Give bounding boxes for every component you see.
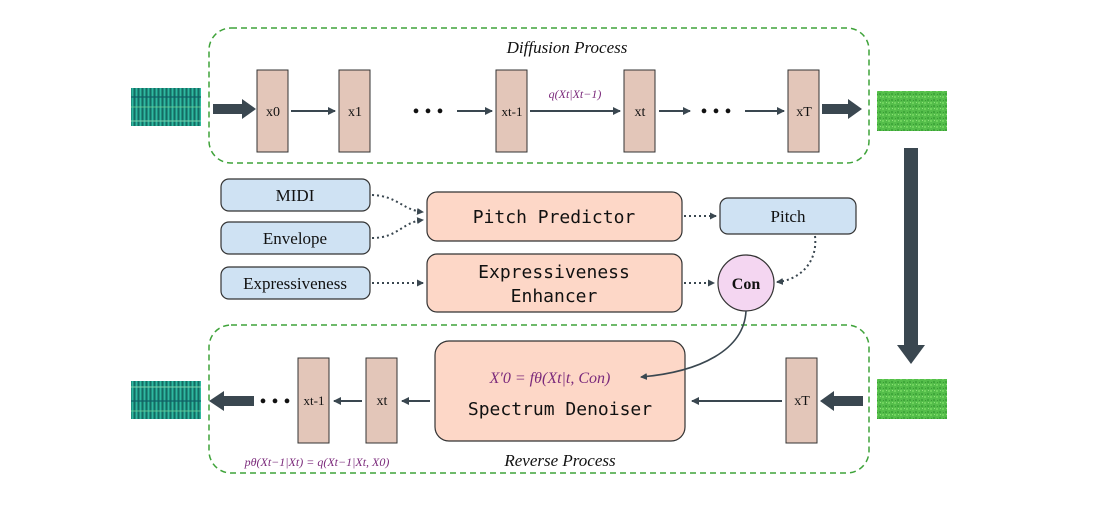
reverse-state-xT: xT bbox=[785, 357, 818, 444]
arrow-con-to-denoiser bbox=[640, 310, 747, 380]
reverse-equation-label: pθ(Xt−1|Xt) = q(Xt−1|Xt, X0) bbox=[244, 455, 390, 469]
input-spectrogram-top bbox=[131, 88, 201, 126]
denoiser-title: Spectrum Denoiser bbox=[468, 399, 652, 420]
diffusion-process-title: Diffusion Process bbox=[506, 38, 628, 57]
state-label: xT bbox=[796, 105, 812, 120]
thick-arrow-down-right bbox=[897, 148, 925, 364]
pitch-output-box: Pitch bbox=[719, 197, 857, 235]
pitch-label: Pitch bbox=[771, 207, 806, 226]
dotted-arrow-envelope-pitchpredictor bbox=[371, 217, 424, 239]
dots-bottom: • • • bbox=[259, 391, 290, 413]
noise-spectrogram-top bbox=[877, 91, 947, 131]
thick-arrow-out-bottom bbox=[209, 391, 254, 411]
envelope-input-box: Envelope bbox=[220, 221, 371, 255]
enhancer-label-line2: Enhancer bbox=[511, 286, 598, 307]
state-label: xt bbox=[377, 394, 388, 409]
thick-arrow-in-top bbox=[213, 99, 256, 119]
dots-top-right: • • • bbox=[700, 101, 731, 123]
expressiveness-input-box: Expressiveness bbox=[220, 266, 371, 300]
reverse-process-title: Reverse Process bbox=[503, 451, 616, 470]
spectrum-denoiser-box: X′0 = fθ(Xt|t, Con) Spectrum Denoiser bbox=[434, 340, 686, 442]
diffusion-state-xT: xT bbox=[787, 69, 820, 153]
diffusion-state-xt: xt bbox=[623, 69, 656, 153]
state-label: xt bbox=[635, 105, 646, 120]
state-label: x0 bbox=[266, 105, 280, 120]
con-label: Con bbox=[732, 276, 761, 293]
expressiveness-enhancer-box: Expressiveness Enhancer bbox=[426, 253, 683, 313]
midi-label: MIDI bbox=[276, 186, 315, 205]
envelope-label: Envelope bbox=[263, 229, 327, 248]
state-label: xt-1 bbox=[304, 393, 325, 408]
pitch-predictor-box: Pitch Predictor bbox=[426, 191, 683, 242]
state-label: xt-1 bbox=[502, 104, 523, 119]
pitch-predictor-label: Pitch Predictor bbox=[473, 207, 636, 228]
state-label: x1 bbox=[348, 105, 362, 120]
state-label: xT bbox=[794, 394, 810, 409]
thick-arrow-in-bottom bbox=[820, 391, 863, 411]
dots-top-left: • • • bbox=[412, 101, 443, 123]
denoiser-equation: X′0 = fθ(Xt|t, Con) bbox=[489, 370, 611, 387]
enhancer-label-line1: Expressiveness bbox=[478, 262, 630, 283]
expressiveness-label: Expressiveness bbox=[243, 274, 347, 293]
con-node: Con bbox=[717, 254, 775, 312]
midi-input-box: MIDI bbox=[220, 178, 371, 212]
diffusion-state-x0: x0 bbox=[256, 69, 289, 153]
reverse-state-xt: xt bbox=[365, 357, 398, 444]
noise-spectrogram-bottom bbox=[877, 379, 947, 419]
output-spectrogram-bottom bbox=[131, 381, 201, 419]
thick-arrow-out-top bbox=[822, 99, 862, 119]
reverse-state-xt-1: xt-1 bbox=[297, 357, 330, 444]
transition-label: q(Xt|Xt−1) bbox=[549, 87, 602, 101]
diffusion-process-frame bbox=[208, 27, 870, 164]
dotted-arrow-midi-pitchpredictor bbox=[371, 194, 424, 215]
diffusion-state-xt-1: xt-1 bbox=[495, 69, 528, 153]
dotted-arrow-pitch-con bbox=[776, 235, 817, 285]
diffusion-state-x1: x1 bbox=[338, 69, 371, 153]
reverse-process-frame bbox=[208, 324, 870, 474]
